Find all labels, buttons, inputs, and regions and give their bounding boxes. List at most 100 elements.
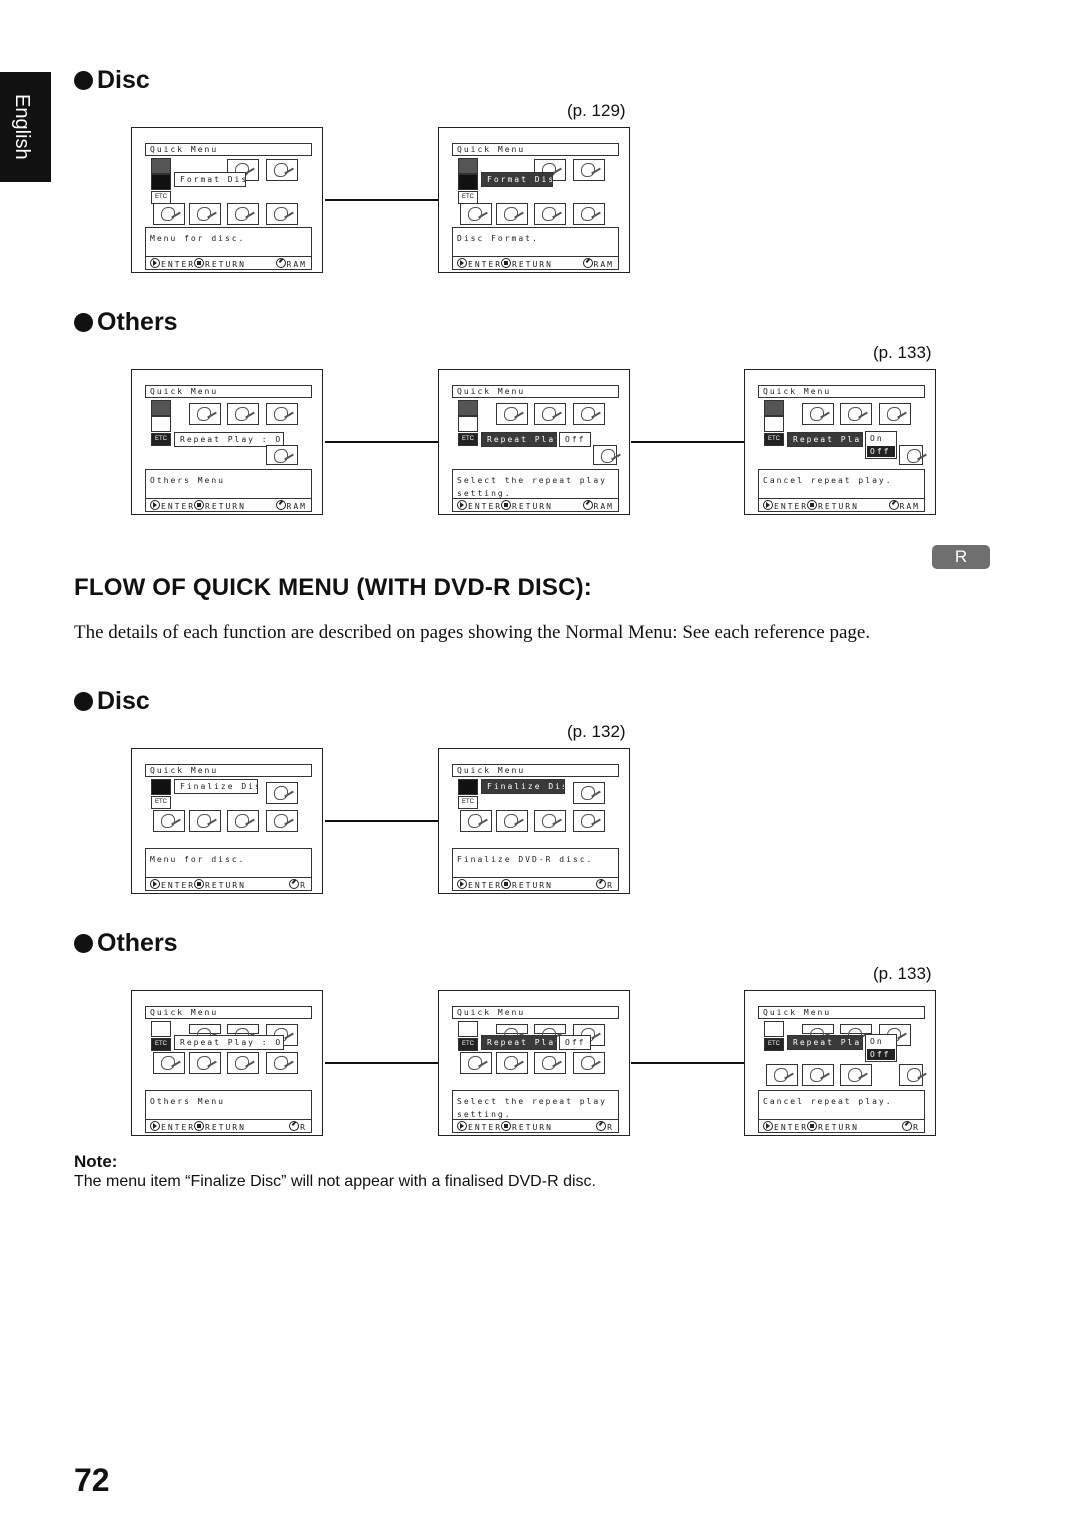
menu-item-selected: Format Disc (481, 172, 553, 187)
thumbnail (460, 1052, 492, 1074)
menu-item-selected: Repeat Play (787, 432, 863, 447)
etc-icon: ETC (151, 1038, 171, 1051)
menu-item-highlight: Format Disc (174, 172, 246, 187)
thumbnail (460, 810, 492, 832)
option-off-selected: Off (867, 1049, 895, 1060)
flow-connector (325, 1062, 438, 1064)
bullet-icon (74, 692, 93, 711)
bullet-icon (74, 934, 93, 953)
thumbnail (766, 1064, 798, 1086)
screen-repeat-play-options: Quick Menu ETC Repeat Play On Off Cancel… (744, 369, 936, 515)
thumbnail (266, 203, 298, 225)
option-popup: On Off (865, 1034, 897, 1062)
disc-icon (458, 174, 478, 190)
menu-item-selected: Repeat Play (481, 1035, 557, 1050)
setting-value: Off (559, 1035, 591, 1050)
play-icon (763, 500, 773, 510)
page-reference: (p. 133) (873, 964, 932, 983)
flow-connector (325, 820, 438, 822)
disc-icon (151, 416, 171, 432)
flow-connector (631, 1062, 744, 1064)
thumbnail (189, 403, 221, 425)
thumbnail (802, 403, 834, 425)
screen-format-disc: Quick Menu ETC Format Disc Disc Format. … (438, 127, 630, 273)
disc-icon (764, 416, 784, 432)
menu-item-highlight: Repeat Play : Off (174, 1035, 284, 1050)
thumbnail (227, 203, 259, 225)
quick-menu-title: Quick Menu (145, 764, 312, 777)
screen-quick-menu-disc: Quick Menu ETC Format Disc Menu for disc… (131, 127, 323, 273)
button-guide: ENTER RETURN RAM (758, 499, 925, 512)
screen-repeat-play: Quick Menu ETC Repeat Play Off Select th… (438, 369, 630, 515)
screen-finalize-disc: Quick Menu ETC Finalize Disc Finalize DV… (438, 748, 630, 894)
thumbnail (496, 1052, 528, 1074)
thumbnail (460, 203, 492, 225)
thumbnail (496, 203, 528, 225)
menu-item-highlight: Repeat Play : Off (174, 432, 284, 447)
disc-mode-icon (596, 1121, 607, 1131)
button-guide: ENTER RETURN R (452, 1120, 619, 1133)
disc-mode-icon (582, 500, 593, 510)
quick-menu-title: Quick Menu (145, 143, 312, 156)
menu-item-selected: Repeat Play (481, 432, 557, 447)
message-box: Others Menu (145, 1090, 312, 1120)
thumbnail (802, 1024, 834, 1042)
thumbnail (573, 782, 605, 804)
flow-connector (325, 199, 438, 201)
thumbnail (227, 810, 259, 832)
etc-icon: ETC (458, 1038, 478, 1051)
thumbnail (189, 1052, 221, 1074)
button-guide: ENTER RETURN R (758, 1120, 925, 1133)
play-icon (150, 1121, 160, 1131)
button-guide: ENTER RETURN R (452, 878, 619, 891)
thumbnail (573, 1052, 605, 1074)
thumbnail (573, 810, 605, 832)
menu-item-selected: Finalize Disc (481, 779, 565, 794)
option-popup: On Off (865, 431, 897, 459)
disc-mode-icon (289, 879, 300, 889)
stop-icon (501, 500, 511, 510)
disc-icon (151, 1021, 171, 1037)
thumbnail (189, 810, 221, 832)
disc-mode-icon (902, 1121, 913, 1131)
play-icon (150, 258, 160, 268)
thumbnail (840, 1024, 872, 1042)
stop-icon (194, 879, 204, 889)
disc-icon (458, 779, 478, 795)
screen-quick-menu-disc: Quick Menu ETC Finalize Disc Menu for di… (131, 748, 323, 894)
message-box: Disc Format. (452, 227, 619, 257)
message-box: Menu for disc. (145, 227, 312, 257)
play-icon (457, 1121, 467, 1131)
disc-icon (151, 779, 171, 795)
camera-icon (151, 158, 171, 174)
button-guide: ENTER RETURN RAM (145, 257, 312, 270)
note-label: Note: (74, 1152, 118, 1171)
option-off-selected: Off (867, 446, 895, 457)
page-reference: (p. 129) (567, 101, 626, 120)
intro-paragraph: The details of each function are describ… (74, 622, 871, 643)
play-icon (150, 879, 160, 889)
disc-mode-icon (582, 258, 593, 268)
etc-icon: ETC (764, 1038, 784, 1051)
quick-menu-title: Quick Menu (758, 1006, 925, 1019)
thumbnail (534, 1024, 566, 1042)
thumbnail (266, 810, 298, 832)
thumbnail (266, 782, 298, 804)
camera-icon (764, 400, 784, 416)
thumbnail (879, 403, 911, 425)
thumbnail (593, 445, 617, 465)
stop-icon (501, 1121, 511, 1131)
option-on: On (870, 434, 884, 443)
disc-type-badge: R (932, 545, 990, 569)
disc-icon (151, 174, 171, 190)
thumbnail (573, 403, 605, 425)
section-heading-others: Others (74, 308, 178, 337)
thumbnail (573, 159, 605, 181)
option-on: On (870, 1037, 884, 1046)
section-heading-disc: Disc (74, 687, 150, 716)
etc-icon: ETC (458, 433, 478, 446)
quick-menu-title: Quick Menu (452, 764, 619, 777)
thumbnail (840, 1064, 872, 1086)
thumbnail (496, 1024, 528, 1042)
thumbnail (227, 1024, 259, 1042)
